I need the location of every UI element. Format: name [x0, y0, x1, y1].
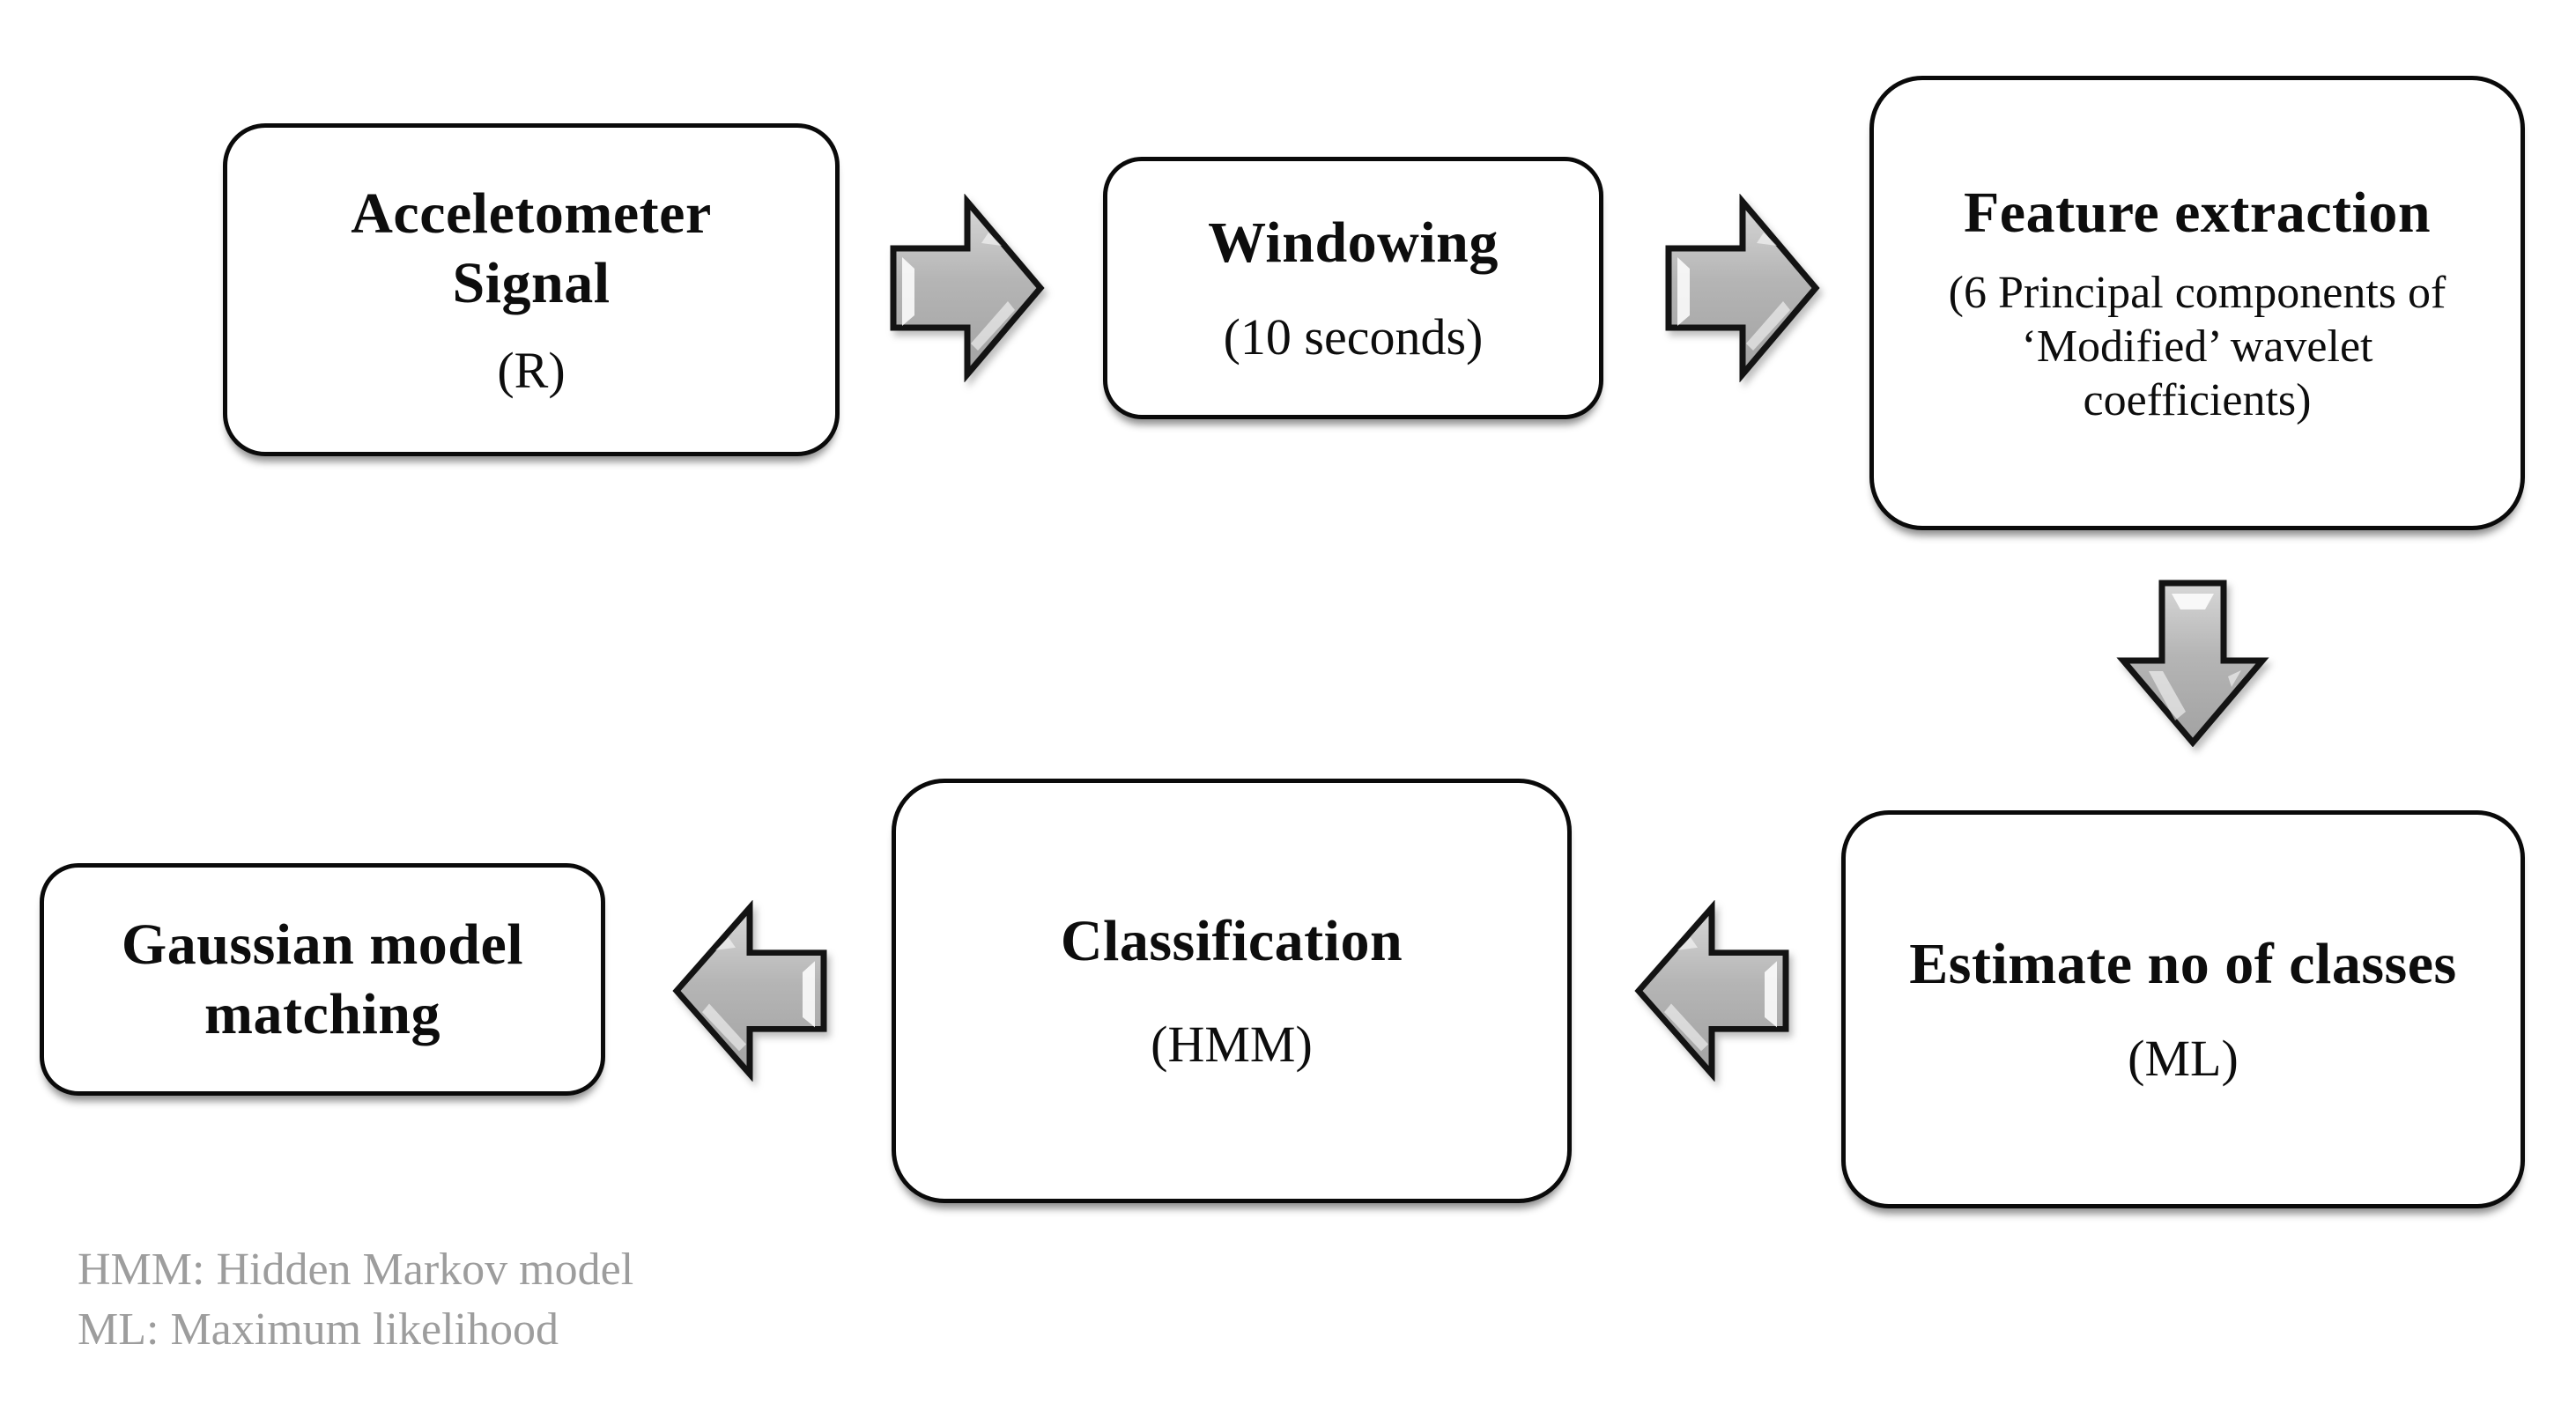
arrow-down-icon — [2106, 580, 2279, 747]
legend-line-ml: ML: Maximum likelihood — [78, 1304, 559, 1355]
arrow-left-icon — [672, 900, 827, 1082]
node-title: Gaussian model matching — [121, 912, 524, 1046]
node-title: Classification — [1060, 909, 1403, 974]
arrow-right-icon — [1665, 194, 1820, 382]
node-windowing: Windowing (10 seconds) — [1103, 157, 1603, 419]
node-gaussian-matching: Gaussian model matching — [40, 863, 605, 1096]
node-title: Acceletometer Signal — [351, 181, 712, 315]
node-feature-extraction: Feature extraction (6 Principal componen… — [1869, 76, 2525, 530]
legend-line-hmm: HMM: Hidden Markov model — [78, 1245, 634, 1295]
node-title: Estimate no of classes — [1909, 932, 2457, 997]
arrow-right-icon — [890, 194, 1045, 382]
node-title: Windowing — [1208, 211, 1499, 276]
node-accelerometer-signal: Acceletometer Signal (R) — [223, 123, 840, 456]
node-subtitle: (10 seconds) — [1223, 308, 1484, 366]
arrow-left-icon — [1634, 900, 1789, 1082]
node-subtitle: (ML) — [2128, 1030, 2239, 1088]
node-title: Feature extraction — [1963, 181, 2432, 246]
node-subtitle: (HMM) — [1151, 1016, 1313, 1074]
node-classification: Classification (HMM) — [892, 779, 1572, 1203]
node-estimate-classes: Estimate no of classes (ML) — [1841, 810, 2525, 1208]
legend: HMM: Hidden Markov model ML: Maximum lik… — [78, 1240, 633, 1359]
node-subtitle: (R) — [497, 341, 566, 399]
node-subtitle: (6 Principal components of ‘Modified’ wa… — [1948, 267, 2446, 426]
